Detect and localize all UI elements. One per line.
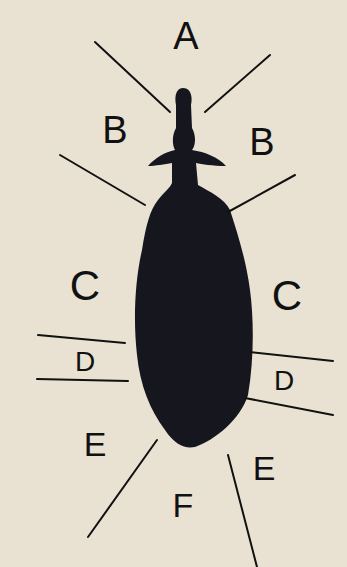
divider-line (60, 155, 145, 205)
divider-line (228, 175, 295, 212)
divider-line (228, 455, 257, 567)
divider-line (38, 335, 125, 343)
part-letter: D (75, 348, 95, 376)
animal-silhouette (135, 88, 253, 447)
divider-line (245, 398, 333, 415)
part-letter: E (253, 451, 276, 485)
divider-line (205, 55, 270, 112)
divider-line (37, 379, 128, 381)
divider-line (250, 352, 333, 361)
divider-lines (37, 42, 333, 567)
part-letter: B (102, 111, 127, 149)
part-letter: A (173, 17, 198, 55)
part-letter: F (173, 488, 194, 522)
part-letter: C (272, 275, 302, 317)
part-letter: C (70, 265, 100, 307)
part-letter: D (274, 367, 294, 395)
part-letter: B (249, 123, 274, 161)
part-letter: E (84, 427, 107, 461)
divider-line (95, 42, 170, 112)
